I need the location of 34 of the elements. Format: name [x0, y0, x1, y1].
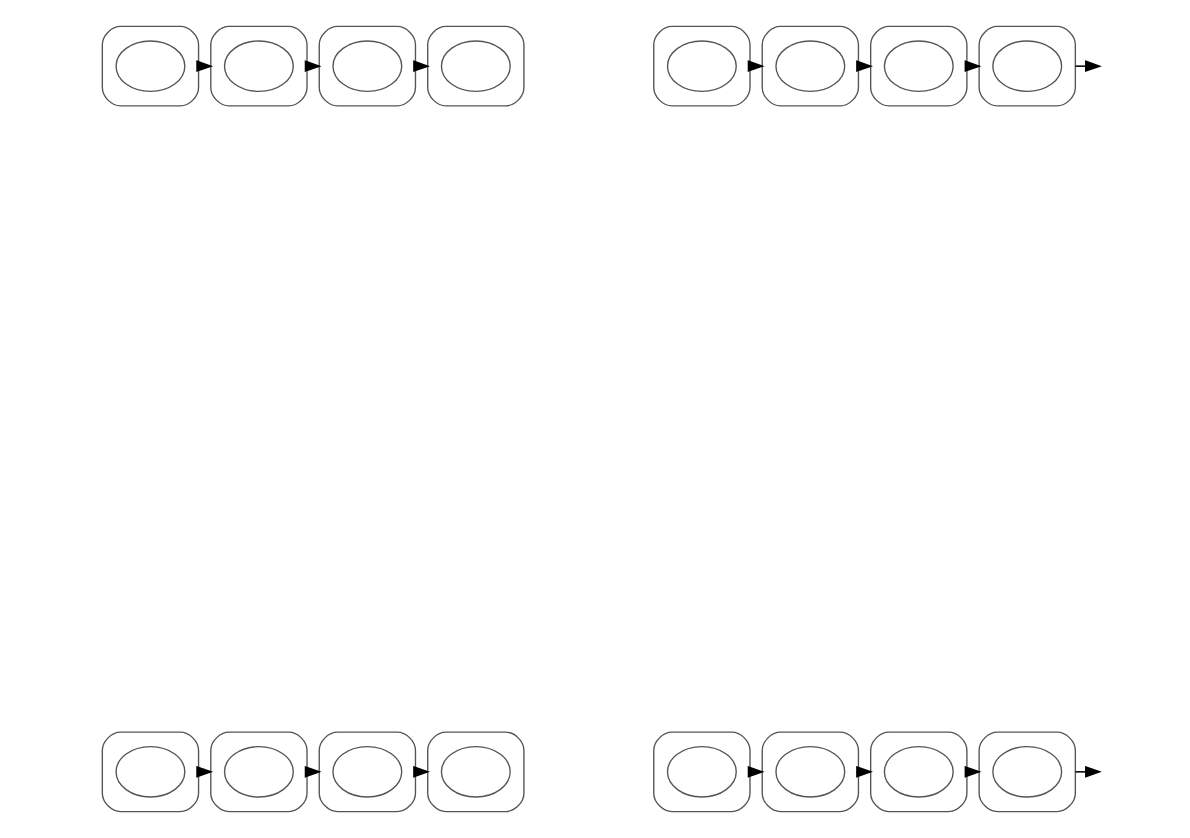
node-ellipse	[331, 745, 402, 798]
node-ellipse	[991, 745, 1062, 798]
cluster	[869, 731, 968, 813]
cluster	[652, 731, 751, 813]
cluster	[209, 731, 308, 813]
cluster	[101, 731, 199, 813]
cluster	[652, 25, 751, 107]
cluster	[426, 731, 525, 813]
node-ellipse	[774, 745, 845, 798]
node-ellipse	[114, 745, 185, 798]
cluster	[101, 25, 199, 107]
node-ellipse	[883, 745, 954, 798]
cluster	[761, 25, 859, 107]
node-ellipse	[114, 40, 185, 93]
node-ellipse	[440, 40, 511, 93]
node-ellipse	[223, 40, 294, 93]
cluster	[869, 25, 968, 107]
node-ellipse	[666, 745, 737, 798]
node-ellipse	[991, 40, 1062, 93]
node-ellipse	[774, 40, 845, 93]
cluster	[209, 25, 308, 107]
cluster	[977, 731, 1076, 813]
cluster	[977, 25, 1076, 107]
node-ellipse	[331, 40, 402, 93]
node-ellipse	[440, 745, 511, 798]
cluster	[426, 25, 525, 107]
arrow	[1074, 765, 1102, 778]
node-ellipse	[883, 40, 954, 93]
cluster	[318, 731, 416, 813]
arrow	[1074, 60, 1102, 73]
node-ellipse	[223, 745, 294, 798]
node-ellipse	[666, 40, 737, 93]
cluster	[761, 731, 859, 813]
cluster	[318, 25, 416, 107]
